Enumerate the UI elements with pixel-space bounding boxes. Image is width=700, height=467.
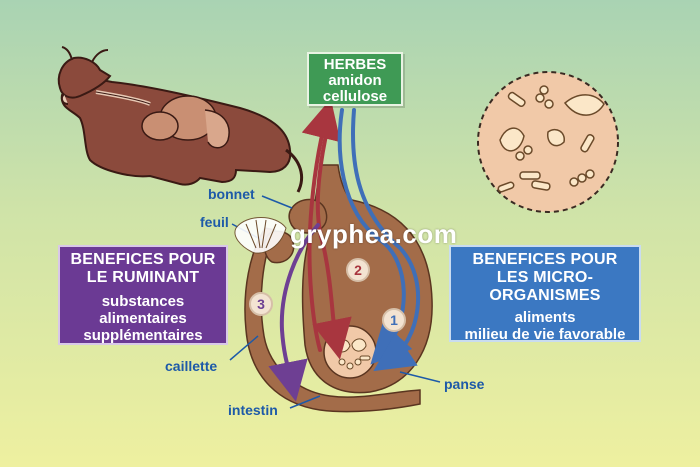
herbes-line2: cellulose: [322, 88, 388, 105]
ruminant-title: BENEFICES POUR LE RUMINANT: [70, 251, 216, 286]
cow-illustration: [57, 46, 303, 193]
label-caillette: caillette: [165, 358, 218, 374]
label-intestin: intestin: [228, 402, 278, 418]
herbes-line1: amidon: [328, 72, 382, 89]
label-panse: panse: [444, 376, 485, 392]
arrow-red-up: [301, 98, 341, 352]
ruminant-body: substances alimentaires supplémentaires: [83, 293, 203, 344]
arrow-blue-2: [350, 108, 421, 372]
herbes-box: HERBES amidon cellulose: [307, 52, 403, 106]
herbes-title: HERBES: [323, 56, 387, 73]
microbes-body: aliments milieu de vie favorable: [464, 309, 626, 343]
watermark-text: gryphea.com: [290, 219, 458, 249]
step-1-badge: 1: [382, 308, 406, 332]
microorganisms-circle: [477, 71, 619, 213]
label-bonnet: bonnet: [208, 186, 255, 202]
step-3-badge: 3: [249, 292, 273, 316]
microbes-title: BENEFICES POUR LES MICRO- ORGANISMES: [472, 251, 618, 304]
microbes-benefits-box: BENEFICES POUR LES MICRO- ORGANISMES ali…: [449, 245, 641, 343]
label-feuillet: feuil: [200, 214, 229, 230]
arrow-red: [312, 116, 352, 360]
leader-lines: [229, 195, 441, 409]
ruminant-benefits-box: BENEFICES POUR LE RUMINANT substances al…: [58, 245, 228, 345]
arrow-purple: [268, 223, 320, 402]
step-2-badge: 2: [346, 258, 370, 282]
watermark-logo: [234, 217, 287, 254]
